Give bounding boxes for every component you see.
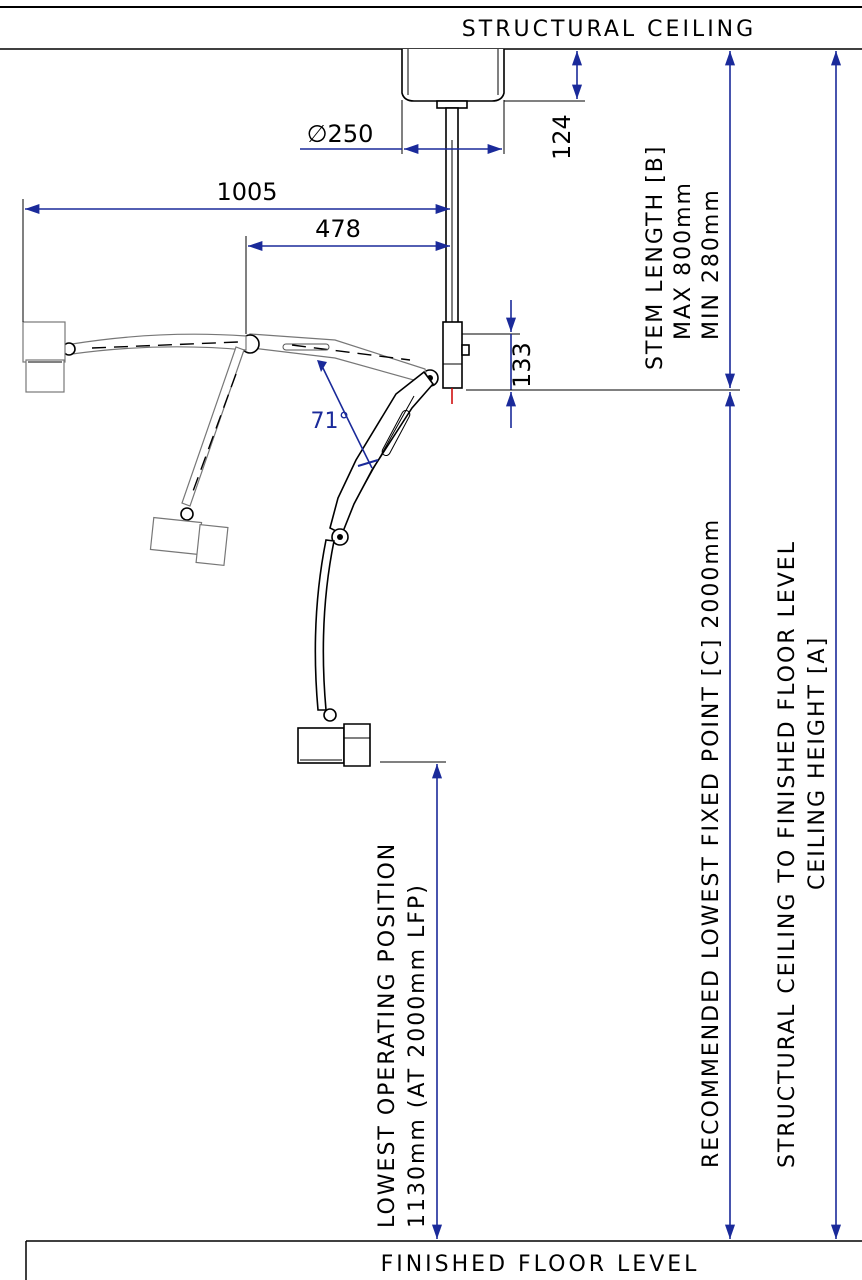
reach-arm-text: 478 <box>315 215 361 243</box>
canopy-height-dimension: 124 <box>504 51 585 160</box>
ghost-arm-diagonal <box>149 346 245 567</box>
canopy-height-text: 124 <box>548 114 576 160</box>
lop-line2: 1130mm (AT 2000mm LFP) <box>405 883 430 1228</box>
joint-offset-dimension: 133 <box>462 300 536 428</box>
ceiling-height-line1: STRUCTURAL CEILING TO FINISHED FLOOR LEV… <box>775 540 800 1168</box>
stem-length-dimension: STEM LENGTH [B] MAX 800mm MIN 280mm <box>470 51 740 391</box>
ceiling-height-dimension: STRUCTURAL CEILING TO FINISHED FLOOR LEV… <box>775 51 842 1239</box>
joint-offset-text: 133 <box>508 342 536 388</box>
angle-text: 71° <box>311 409 350 434</box>
finished-floor: FINISHED FLOOR LEVEL <box>25 1240 862 1280</box>
upper-arm-ghost <box>240 333 429 385</box>
stem <box>445 107 459 325</box>
ghost-arm-horizontal <box>22 321 247 393</box>
reach-max-dimension: 1005 <box>22 178 450 322</box>
lfp-text: RECOMMENDED LOWEST FIXED POINT [C] 2000m… <box>699 518 724 1168</box>
stem-line2: MAX 800mm <box>671 181 696 340</box>
angle-dimension: 71° <box>311 360 379 469</box>
diameter-text: ∅250 <box>307 120 374 148</box>
diameter-dimension: ∅250 <box>300 100 505 155</box>
lop-line1: LOWEST OPERATING POSITION <box>375 842 400 1228</box>
joint-housing <box>421 321 470 404</box>
main-arm <box>329 370 435 546</box>
floor-label: FINISHED FLOOR LEVEL <box>381 1252 700 1277</box>
lop-dimension: LOWEST OPERATING POSITION 1130mm (AT 200… <box>375 761 446 1239</box>
ceiling-label: STRUCTURAL CEILING <box>462 17 756 42</box>
structural-ceiling: STRUCTURAL CEILING <box>0 6 862 50</box>
ceiling-height-line2: CEILING HEIGHT [A] <box>805 636 830 890</box>
stem-line1: STEM LENGTH [B] <box>643 145 668 370</box>
spring-arm-low <box>314 539 337 722</box>
ceiling-canopy <box>401 49 505 109</box>
reach-max-text: 1005 <box>216 178 277 206</box>
lamp-head-low <box>297 723 371 767</box>
reach-arm-dimension: 478 <box>245 215 450 334</box>
lfp-dimension: RECOMMENDED LOWEST FIXED POINT [C] 2000m… <box>699 392 736 1239</box>
stem-line3: MIN 280mm <box>699 188 724 340</box>
